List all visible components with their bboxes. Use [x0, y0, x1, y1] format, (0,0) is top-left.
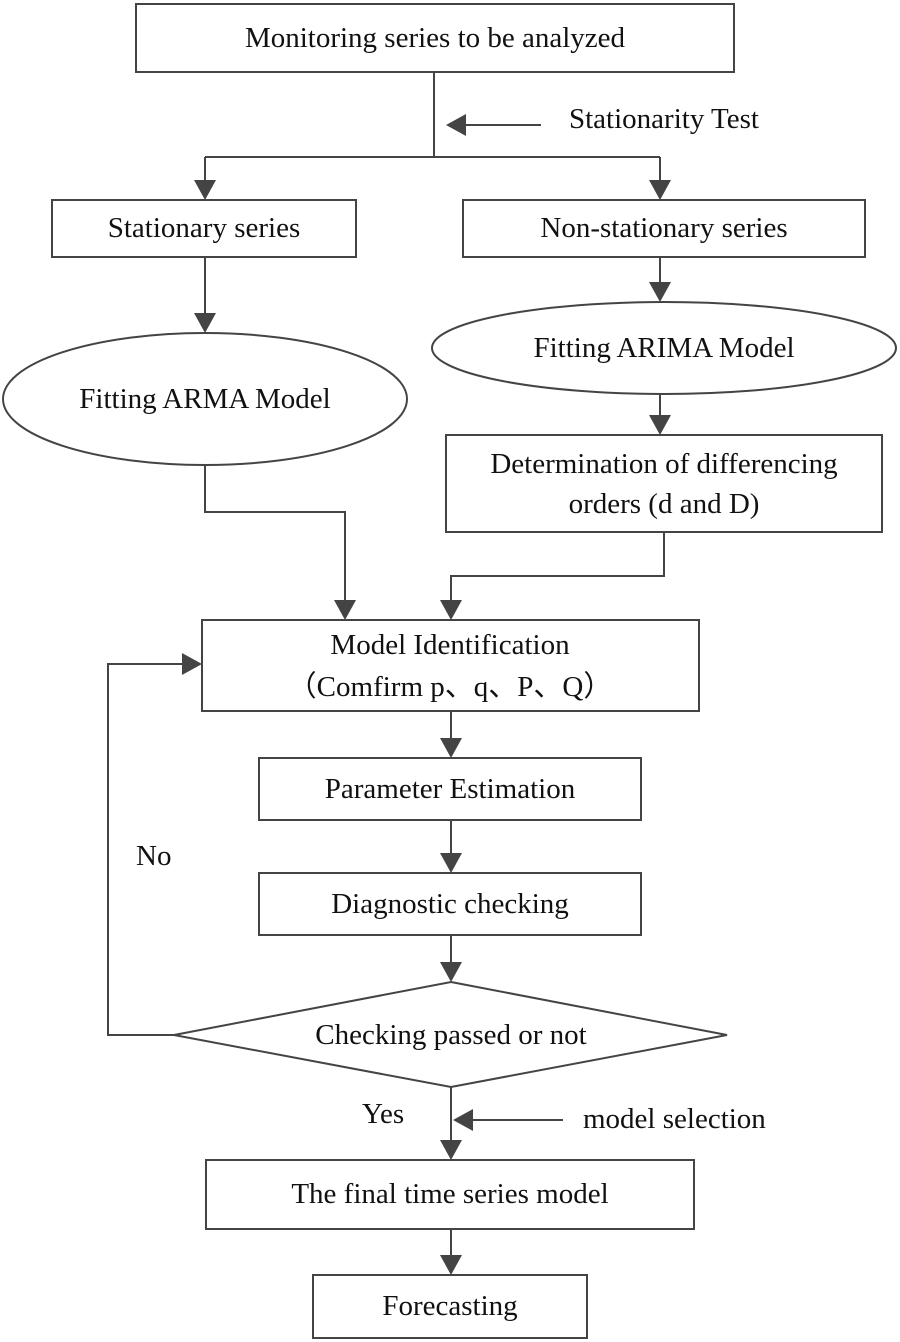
- diagnostic-checking-box: [258, 872, 642, 936]
- stationarity-test-arrowhead: [446, 114, 466, 136]
- stationary-series-label: Stationary series: [108, 212, 300, 244]
- arrowhead-to-final-model: [440, 1140, 462, 1160]
- final-model-label: The final time series model: [291, 1178, 608, 1210]
- arrowhead-to-arima: [649, 282, 671, 302]
- fitting-arima-label: Fitting ARIMA Model: [533, 332, 794, 364]
- model-identification-label-line1: Model Identification: [330, 629, 570, 661]
- arrowhead-to-diagnostic: [440, 853, 462, 873]
- model-selection-annotation: model selection: [583, 1103, 766, 1135]
- arrowhead-to-nonstationary: [649, 180, 671, 200]
- monitoring-series-label: Monitoring series to be analyzed: [245, 22, 626, 54]
- differencing-orders-box: [445, 434, 883, 533]
- fitting-arima-ellipse: [431, 301, 897, 395]
- arrowhead-to-differencing: [649, 415, 671, 435]
- forecasting-box: [312, 1274, 588, 1339]
- arrowhead-differencing-to-identification: [440, 600, 462, 620]
- parameter-estimation-label: Parameter Estimation: [325, 773, 576, 805]
- arrowhead-arma-to-identification: [334, 600, 356, 620]
- stationarity-test-annotation: Stationarity Test: [569, 103, 759, 135]
- fitting-arma-label: Fitting ARMA Model: [79, 383, 330, 415]
- nonstationary-series-box: [462, 199, 866, 258]
- model-selection-arrowhead: [453, 1109, 473, 1131]
- differencing-label-line1: Determination of differencing: [490, 448, 837, 480]
- no-branch-label: No: [136, 840, 171, 872]
- final-model-box: [205, 1159, 695, 1230]
- model-identification-label-line2: （Comfirm p、q、P、Q）: [288, 671, 613, 703]
- stationary-series-box: [51, 199, 357, 258]
- model-identification-box: [201, 619, 700, 712]
- arrowhead-to-estimation: [440, 738, 462, 758]
- arrowhead-to-decision: [440, 962, 462, 982]
- forecasting-label: Forecasting: [382, 1290, 517, 1322]
- arrowhead-no-loop-to-identification: [182, 653, 202, 675]
- parameter-estimation-box: [258, 757, 642, 821]
- nonstationary-series-label: Non-stationary series: [540, 212, 787, 244]
- arrowhead-to-forecasting: [440, 1255, 462, 1275]
- differencing-label-line2: orders (d and D): [569, 488, 760, 520]
- monitoring-series-box: [135, 3, 735, 73]
- connector-differencing-to-identification: [450, 532, 665, 602]
- diagnostic-checking-label: Diagnostic checking: [331, 888, 569, 920]
- arrowhead-to-stationary: [194, 180, 216, 200]
- connector-no-feedback-loop: [107, 663, 184, 1036]
- arrowhead-to-arma: [194, 313, 216, 333]
- decision-label: Checking passed or not: [315, 1019, 586, 1051]
- yes-branch-label: Yes: [362, 1098, 404, 1130]
- connector-arma-to-identification: [204, 465, 346, 602]
